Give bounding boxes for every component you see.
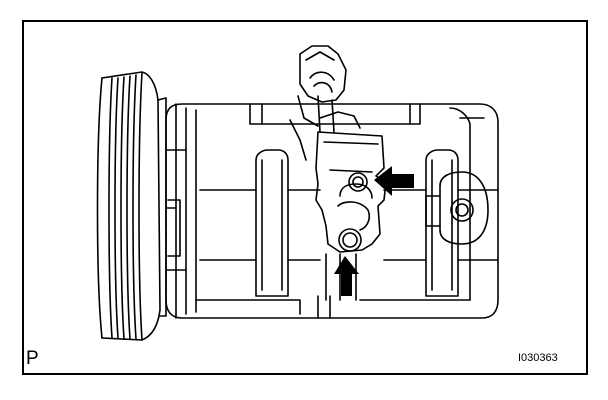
- connector-icon: [289, 45, 361, 161]
- fitting-bolt-icon: [425, 171, 489, 245]
- figure-code: I030363: [518, 352, 558, 364]
- arrow-icon: [334, 166, 414, 296]
- pulley-icon: [96, 71, 167, 341]
- bracket-plate-icon: [315, 131, 387, 301]
- corner-label: P: [26, 348, 39, 369]
- compressor-body-icon: [165, 103, 499, 319]
